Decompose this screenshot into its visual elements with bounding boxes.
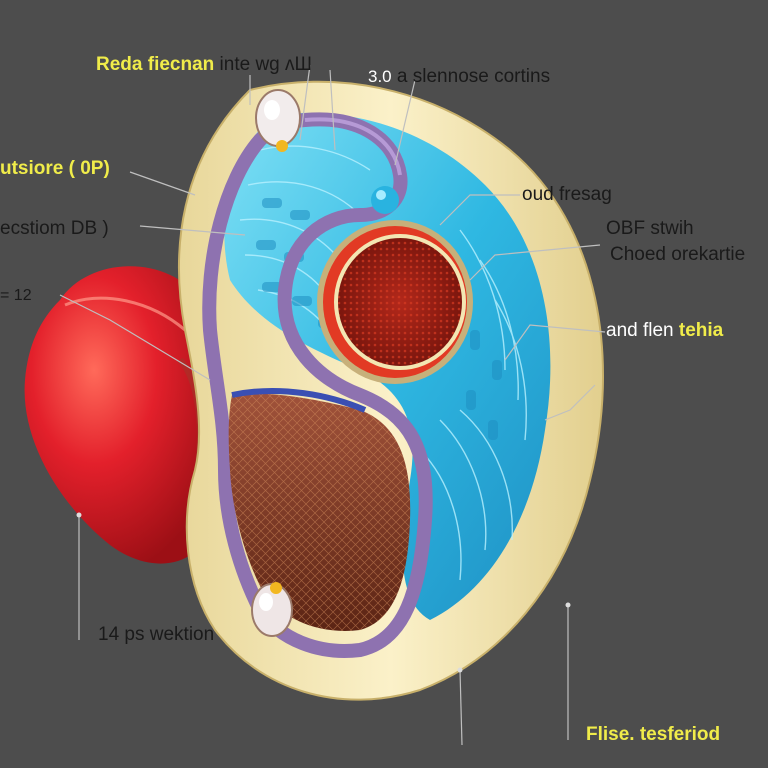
lower-bulb: [251, 582, 293, 637]
label-bottom-left: 14 ps wektion: [98, 624, 214, 646]
label-top-left-dark: inte wɡ ʌШ: [219, 54, 312, 75]
label-left-2: ecstiom DB ): [0, 218, 109, 240]
label-top-right-dark: a slennose cortins: [396, 66, 551, 87]
label-right-4: and flen tehia: [606, 320, 723, 342]
label-right-2: OBF stwih: [606, 218, 694, 240]
label-left-2-text: ecstiom DB ): [0, 218, 109, 239]
label-bottom-right: Flise. tesferiod: [586, 724, 720, 746]
core-cross-section: [317, 220, 473, 384]
label-right-3-text: Choed orekartie: [610, 244, 746, 265]
label-top-left-yellow: Reda fiecnan: [96, 54, 215, 75]
label-left-1-text: utsiore ( 0P): [0, 158, 110, 179]
fibrous-chamber: [228, 388, 411, 631]
cyan-nodule: [371, 186, 399, 214]
label-top-right: 3.0 a slennose cortins: [368, 66, 550, 88]
label-left-3: = 12: [0, 285, 32, 307]
label-right-4-yellow: tehia: [678, 320, 724, 341]
leader-lines: [59, 64, 606, 746]
label-right-3: Choed orekartie: [610, 244, 745, 266]
upper-bulb: [255, 89, 301, 152]
label-bottom-left-text: 14 ps wektion: [98, 624, 215, 645]
label-bottom-right-text: Flise. tesferiod: [586, 724, 721, 745]
label-top-right-number: 3.0: [368, 67, 392, 86]
leader-line-ends: [76, 512, 571, 673]
purple-membrane: [202, 112, 433, 658]
label-top-left: Reda fiecnan inte wɡ ʌШ: [96, 54, 312, 76]
label-left-3-text: = 12: [0, 287, 32, 304]
label-left-1: utsiore ( 0P): [0, 158, 110, 180]
label-right-1-text: oud fresag: [522, 184, 612, 205]
label-right-1: oud fresag: [522, 184, 612, 206]
label-right-2-text: OBF stwih: [606, 218, 694, 239]
label-right-4-white: and flen: [606, 320, 674, 341]
